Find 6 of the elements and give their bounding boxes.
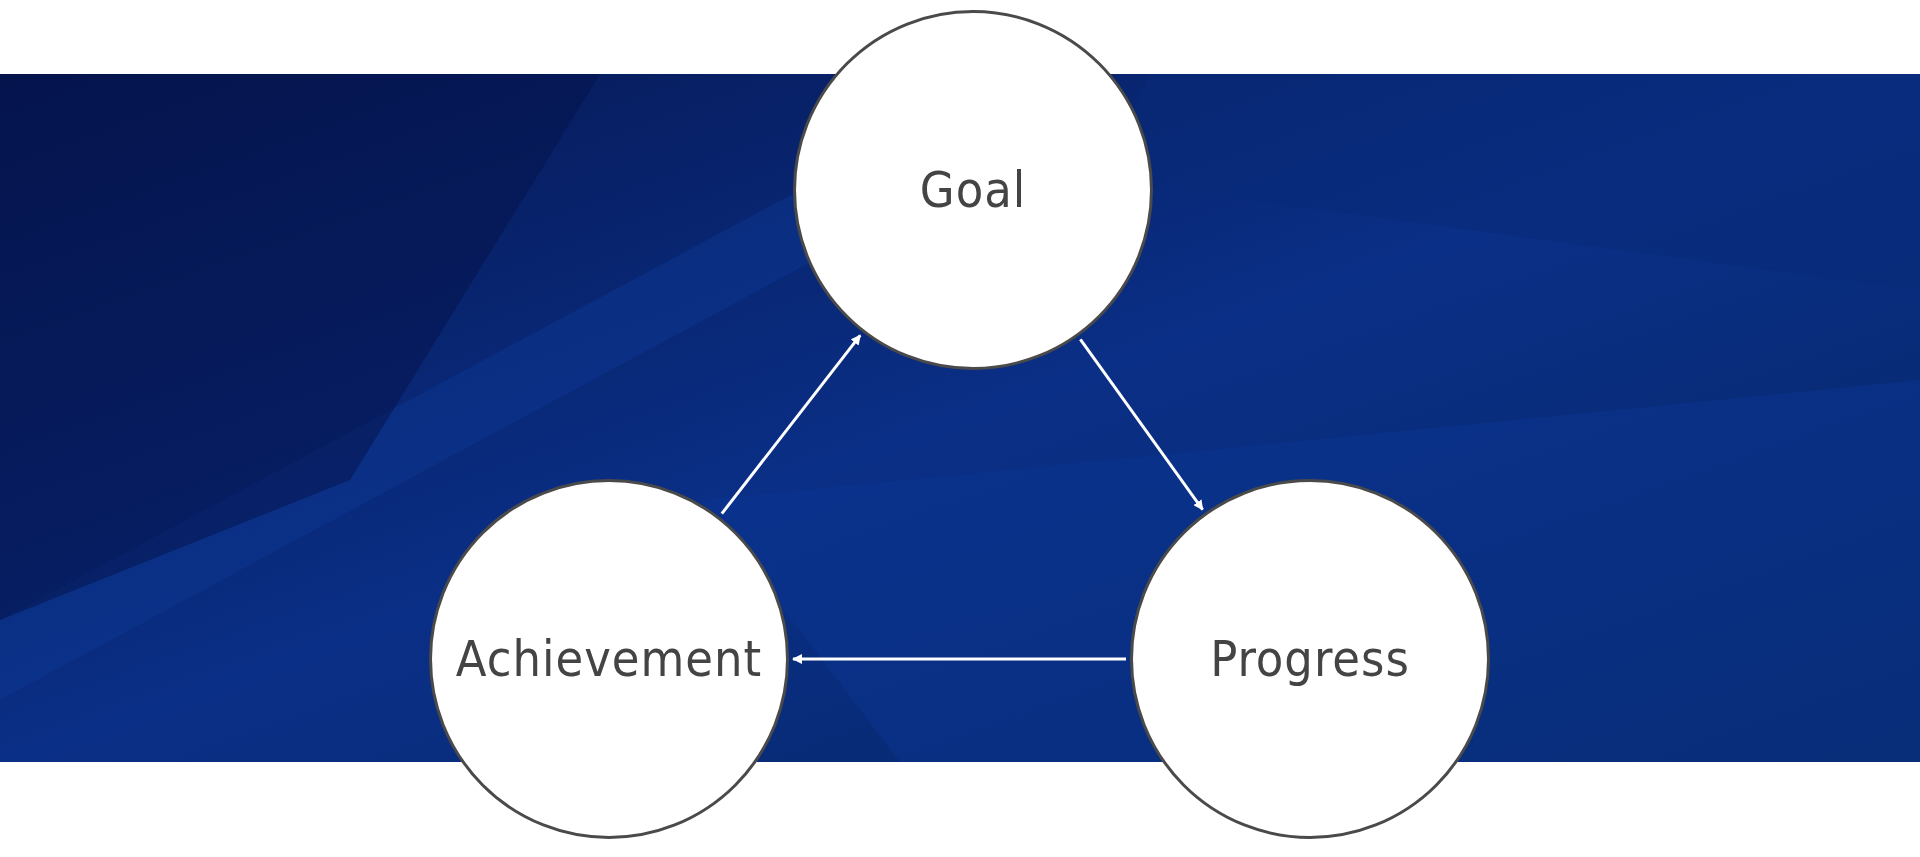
node-label: Goal: [919, 161, 1027, 219]
node-label: Achievement: [455, 630, 763, 688]
arrow: [1079, 338, 1204, 511]
node-label: Progress: [1210, 630, 1410, 688]
arrow: [720, 334, 862, 515]
arrow: [792, 654, 1126, 664]
